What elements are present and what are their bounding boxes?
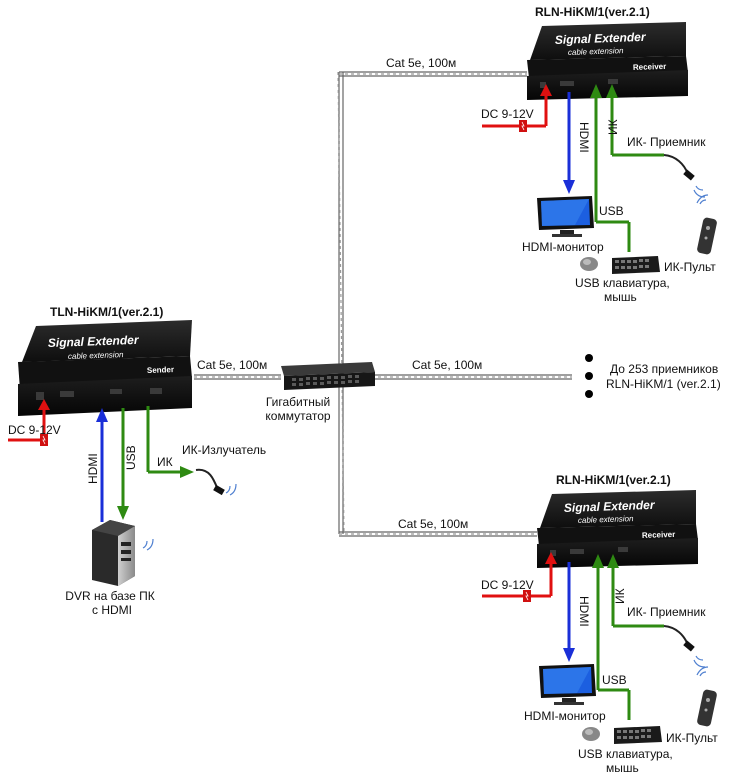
sender-ir-link [146,406,194,478]
pc-tower-icon [92,520,154,586]
receiver-top-remote-label: ИК-Пульт [664,260,716,274]
receiver-bottom-usb-label: USB [602,673,627,687]
receiver-top-usb-label: USB [599,204,624,218]
more-receivers-note-1: До 253 приемников [610,362,718,376]
sender-power-label: DC 9-12V [8,423,61,437]
receiver-bottom-brand: Signal Extender [564,498,656,515]
receiver-bottom-hdmi-link [563,562,575,662]
switch-label-1: Гигабитный [266,395,330,409]
receiver-top-device: Signal Extender cable extension Receiver [527,22,688,100]
receiver-top-hdmi-link [563,92,575,194]
receiver-bottom-remote-label: ИК-Пульт [666,731,718,745]
cable-label-sender: Cat 5e, 100м [197,358,267,372]
sender-hdmi-label: HDMI [86,453,100,484]
ir-receiver-icon [663,625,706,668]
receiver-bottom-hdmi-label: HDMI [577,596,591,627]
ir-remote-icon [696,194,717,255]
receiver-bottom-keyboard-label-2: мышь [606,761,639,775]
ir-emitter-icon [195,468,237,496]
sender-ir-label: ИК [157,455,173,469]
receiver-bottom-mode: Receiver [642,530,676,540]
sender-power-connector [8,399,50,446]
cable-trunk [337,71,345,535]
receiver-top-keyboard-label-1: USB клавиатура, [575,276,670,290]
receiver-bottom-ir-link [607,554,664,628]
receiver-bottom-power-connector [482,552,557,602]
more-receivers-note-2: RLN-HiKM/1 (ver.2.1) [606,377,721,391]
cable-label-top: Cat 5e, 100м [386,56,456,70]
mouse-keyboard-icon [582,726,662,744]
cable-to-bottom-receiver [339,531,537,537]
cable-middle [372,374,572,380]
pc-label-1: DVR на базе ПК [65,589,154,603]
cable-sender-to-switch [194,374,281,380]
ir-remote-icon [696,666,717,727]
receiver-top-keyboard-label-2: мышь [604,290,637,304]
receiver-bottom-keyboard-label-1: USB клавиатура, [578,747,673,761]
receiver-top-power-connector [482,84,552,132]
receiver-top-power-label: DC 9-12V [481,107,534,121]
cable-label-bottom: Cat 5e, 100м [398,517,468,531]
receiver-bottom-power-label: DC 9-12V [481,578,534,592]
monitor-icon [537,196,594,237]
monitor-icon [539,664,596,705]
receiver-top-ir-label: ИК [606,119,620,135]
gigabit-switch [281,362,375,390]
sender-device: Signal Extender cable extension Sender [18,320,192,416]
receiver-top-title: RLN-HiKM/1(ver.2.1) [535,5,650,19]
receiver-top-ir-link [606,84,664,157]
more-receivers-dots [585,354,593,398]
cable-to-top-receiver [339,71,527,77]
receiver-top-mode: Receiver [633,62,667,72]
ir-receiver-icon [663,154,706,198]
pc-label-2: с HDMI [92,603,132,617]
switch-label-2: коммутатор [265,409,331,423]
sender-ir-device-label: ИК-Излучатель [182,443,266,457]
receiver-bottom-subtitle: cable extension [578,514,634,525]
mouse-keyboard-icon [580,256,660,274]
receiver-bottom-usb-link [592,554,631,720]
receiver-top-ir-device-label: ИК- Приемник [627,135,706,149]
cable-label-middle: Cat 5e, 100м [412,358,482,372]
sender-usb-link [117,408,129,520]
sender-brand: Signal Extender [48,333,140,350]
sender-subtitle: cable extension [68,350,124,361]
receiver-top-monitor-label: HDMI-монитор [522,240,604,254]
receiver-bottom-monitor-label: HDMI-монитор [524,709,606,723]
receiver-bottom-ir-label: ИК [613,588,627,604]
sender-hdmi-link [96,408,108,522]
receiver-bottom-device: Signal Extender cable extension Receiver [537,490,698,568]
receiver-bottom-title: RLN-HiKM/1(ver.2.1) [556,473,671,487]
receiver-top-subtitle: cable extension [568,46,624,57]
cat5e-cables [194,71,572,537]
sender-mode: Sender [147,365,174,375]
sender-title: TLN-HiKM/1(ver.2.1) [50,305,163,319]
receiver-top-hdmi-label: HDMI [577,122,591,153]
sender-usb-label: USB [124,445,138,470]
receiver-top-brand: Signal Extender [555,30,647,47]
receiver-top-usb-link [590,84,631,252]
receiver-bottom-ir-device-label: ИК- Приемник [627,605,706,619]
